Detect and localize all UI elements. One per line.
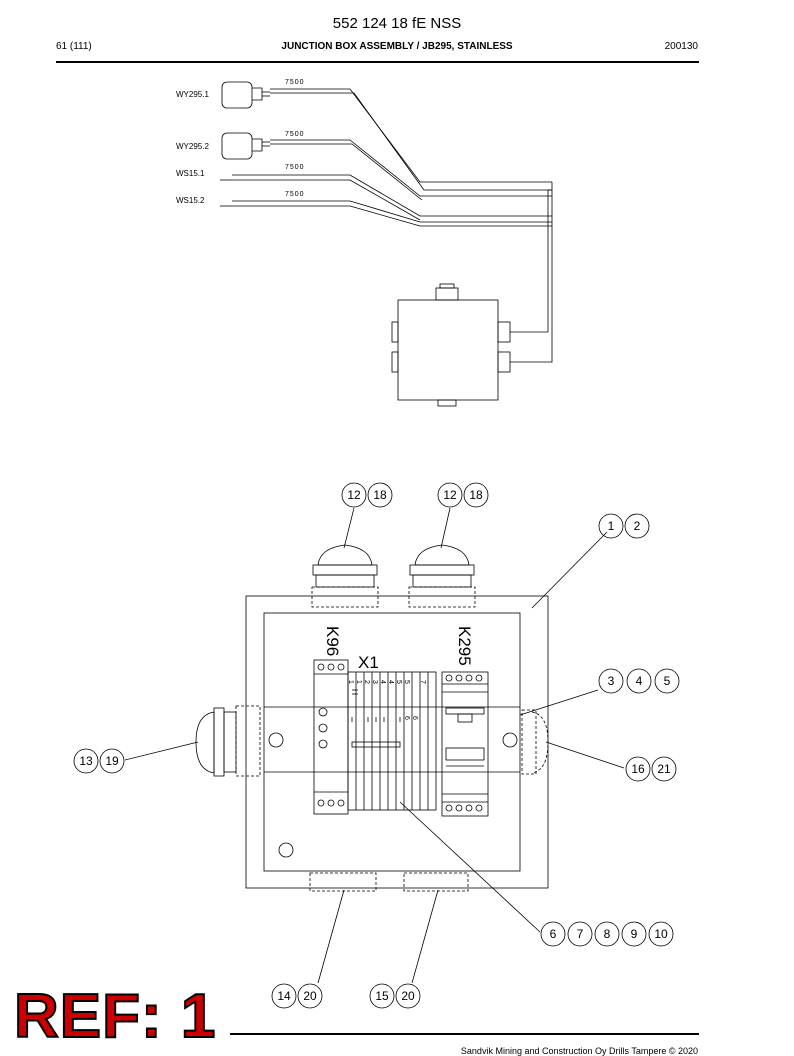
relay-k96 — [313, 659, 349, 815]
callout-13-19: 13 19 — [73, 748, 125, 774]
top-right-cable-gland — [408, 544, 476, 608]
terminal-number: 4 — [387, 680, 394, 684]
cable-length-ws15-1: 7500 — [285, 164, 305, 171]
callout-number: 14 — [277, 989, 291, 1003]
cable-length-wy295-2: 7500 — [285, 131, 305, 138]
callout-number: 8 — [604, 927, 611, 941]
terminal-number: 5 — [403, 680, 410, 684]
terminal-number: 6 — [403, 716, 410, 720]
junction-box-side-view — [391, 283, 511, 407]
callout-number: 18 — [373, 488, 387, 502]
bottom-right-plug — [403, 872, 469, 892]
page-number: 61 (111) — [56, 41, 92, 52]
callout-number: 1 — [608, 519, 615, 533]
terminal-number: 7 — [419, 680, 426, 684]
callout-number: 20 — [401, 989, 415, 1003]
footer-rule — [230, 1033, 699, 1035]
relay-k295-label: K295 — [455, 626, 474, 666]
callout-number: 6 — [550, 927, 557, 941]
callout-16-21: 16 21 — [625, 756, 677, 782]
document-date: 200130 — [664, 41, 698, 52]
callout-number: 15 — [375, 989, 389, 1003]
callout-leaders — [124, 507, 625, 984]
document-title: 552 124 18 fE NSS — [332, 15, 462, 32]
ref-stamp: REF: 1 — [13, 982, 217, 1051]
cable-label-wy295-2: WY295.2 — [176, 142, 209, 151]
cable-label-ws15-2: WS15.2 — [176, 196, 205, 205]
terminal-numbers: 1 1 2 3 4 4 5 5 6 6 7 — [347, 680, 426, 720]
terminal-number: 5 — [395, 680, 402, 684]
terminal-number: 1 — [347, 680, 354, 684]
callout-number: 18 — [469, 488, 483, 502]
bottom-left-plug — [309, 872, 377, 892]
cable-overview: WY295.1 7500 WY295.2 7500 WS15.1 7500 WS… — [176, 79, 553, 407]
right-plug — [521, 709, 549, 775]
callout-15-20: 15 20 — [369, 983, 421, 1009]
connector-wy295-1 — [221, 81, 270, 109]
callout-3-4-5: 3 4 5 — [598, 668, 680, 694]
terminal-number: 6 — [411, 716, 418, 720]
callout-number: 3 — [608, 674, 615, 688]
callout-6-7-8-9-10: 6 7 8 9 10 — [540, 921, 674, 947]
cable-length-wy295-1: 7500 — [285, 79, 305, 86]
callout-number: 12 — [347, 488, 361, 502]
callout-14-20: 14 20 — [271, 983, 323, 1009]
cable-length-ws15-2: 7500 — [285, 191, 305, 198]
terminal-number: 3 — [371, 680, 378, 684]
callout-number: 16 — [631, 762, 645, 776]
callout-1-2: 1 2 — [598, 513, 650, 539]
callout-12-18-right: 12 18 — [437, 482, 489, 508]
terminal-number: 2 — [363, 680, 370, 684]
connector-wy295-2 — [221, 132, 270, 160]
callout-number: 19 — [105, 754, 119, 768]
callout-number: 13 — [79, 754, 93, 768]
callout-number: 20 — [303, 989, 317, 1003]
terminal-block-x1 — [347, 671, 437, 811]
callout-number: 7 — [577, 927, 584, 941]
callout-number: 10 — [654, 927, 668, 941]
terminal-block-x1-label: X1 — [358, 653, 379, 672]
callout-number: 21 — [657, 762, 671, 776]
junction-box-front-view: K96 X1 1 1 2 3 — [195, 544, 549, 892]
cable-label-wy295-1: WY295.1 — [176, 90, 209, 99]
callout-number: 4 — [636, 674, 643, 688]
header-rule — [56, 61, 699, 63]
terminal-number: 4 — [379, 680, 386, 684]
callout-number: 5 — [664, 674, 671, 688]
top-left-cable-gland — [311, 544, 379, 608]
callout-number: 12 — [443, 488, 457, 502]
assembly-title: JUNCTION BOX ASSEMBLY / JB295, STAINLESS — [281, 41, 513, 52]
left-cable-gland — [195, 705, 261, 777]
callout-12-18-left: 12 18 — [341, 482, 393, 508]
callout-number: 9 — [631, 927, 638, 941]
relay-k295 — [441, 671, 489, 817]
relay-k96-label: K96 — [323, 626, 342, 656]
callout-number: 2 — [634, 519, 641, 533]
terminal-number: 1 — [355, 680, 362, 684]
copyright-text: Sandvik Mining and Construction Oy Drill… — [460, 1046, 698, 1056]
cable-label-ws15-1: WS15.1 — [176, 169, 205, 178]
